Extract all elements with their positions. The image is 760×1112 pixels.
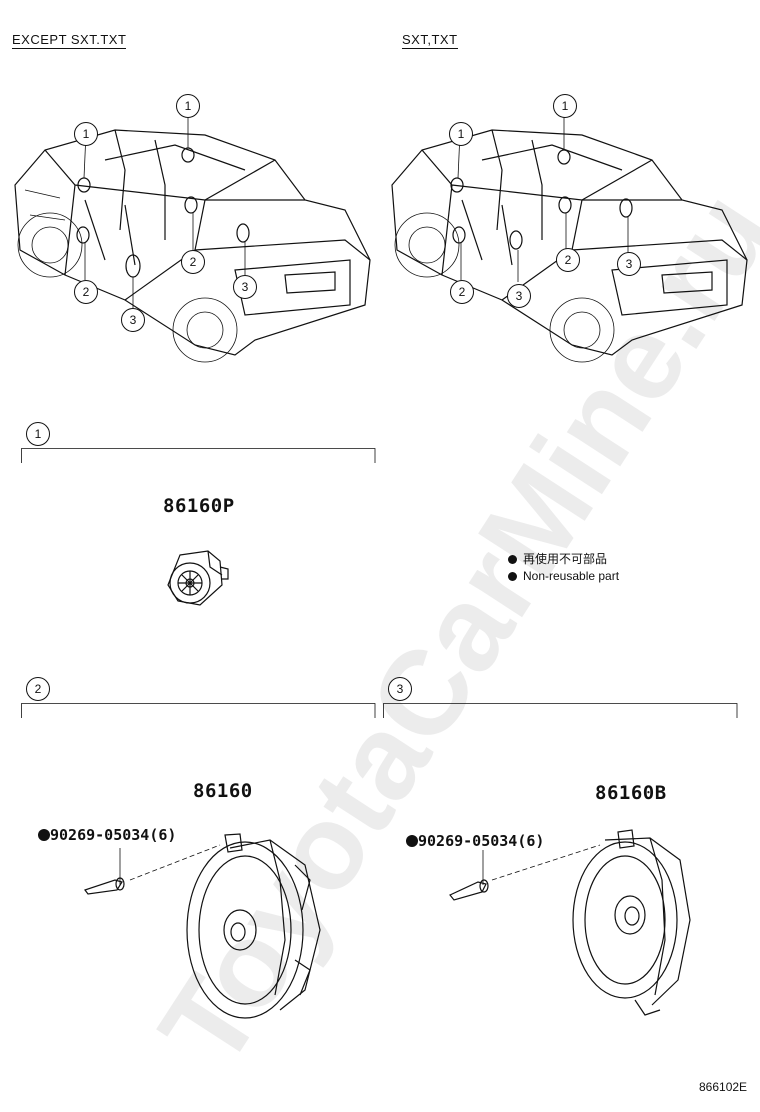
section-1-number: 1: [26, 422, 50, 446]
truck-illustration-left: [14, 110, 371, 363]
legend-japanese: 再使用不可部品: [523, 552, 608, 566]
diagram-code: 866102E: [699, 1080, 748, 1094]
callout-left-3a: 3: [233, 275, 257, 299]
legend-english: Non-reusable part: [523, 569, 620, 583]
non-reusable-bullet-icon: [406, 835, 418, 847]
section-3-bracket: [383, 703, 738, 718]
fastener-3: 90269-05034(6): [406, 832, 544, 850]
variant-header-right: SXT,TXT: [402, 32, 458, 49]
part-number-86160: 86160: [193, 780, 253, 802]
non-reusable-bullet-icon: [38, 829, 50, 841]
section-2-number: 2: [26, 677, 50, 701]
speaker-86160B-drawing: [449, 829, 691, 1016]
callout-right-2a: 2: [556, 248, 580, 272]
legend: 再使用不可部品 Non-reusable part: [508, 551, 619, 585]
variant-header-left: EXCEPT SXT.TXT: [12, 32, 127, 49]
callout-right-3b: 3: [507, 284, 531, 308]
fastener-2: 90269-05034(6): [38, 826, 176, 844]
truck-illustration-right: [391, 110, 748, 363]
part-number-86160P: 86160P: [163, 495, 235, 517]
callout-right-3a: 3: [617, 252, 641, 276]
callout-left-3b: 3: [121, 308, 145, 332]
fastener-2-number: 90269-05034(6): [50, 826, 177, 844]
part-number-86160B: 86160B: [595, 782, 667, 804]
section-3-number: 3: [388, 677, 412, 701]
callout-left-2b: 2: [74, 280, 98, 304]
callout-left-1a: 1: [176, 94, 200, 118]
fastener-3-number: 90269-05034(6): [418, 832, 545, 850]
tweeter-drawing: [167, 550, 229, 606]
section-2-bracket: [21, 703, 376, 718]
callout-right-1a: 1: [553, 94, 577, 118]
non-reusable-bullet-icon: [508, 555, 517, 564]
section-1-bracket: [21, 448, 376, 463]
non-reusable-bullet-icon: [508, 572, 517, 581]
callout-left-1b: 1: [74, 122, 98, 146]
callout-right-2b: 2: [450, 280, 474, 304]
callout-left-2a: 2: [181, 250, 205, 274]
speaker-86160-drawing: [84, 833, 321, 1019]
callout-right-1b: 1: [449, 122, 473, 146]
